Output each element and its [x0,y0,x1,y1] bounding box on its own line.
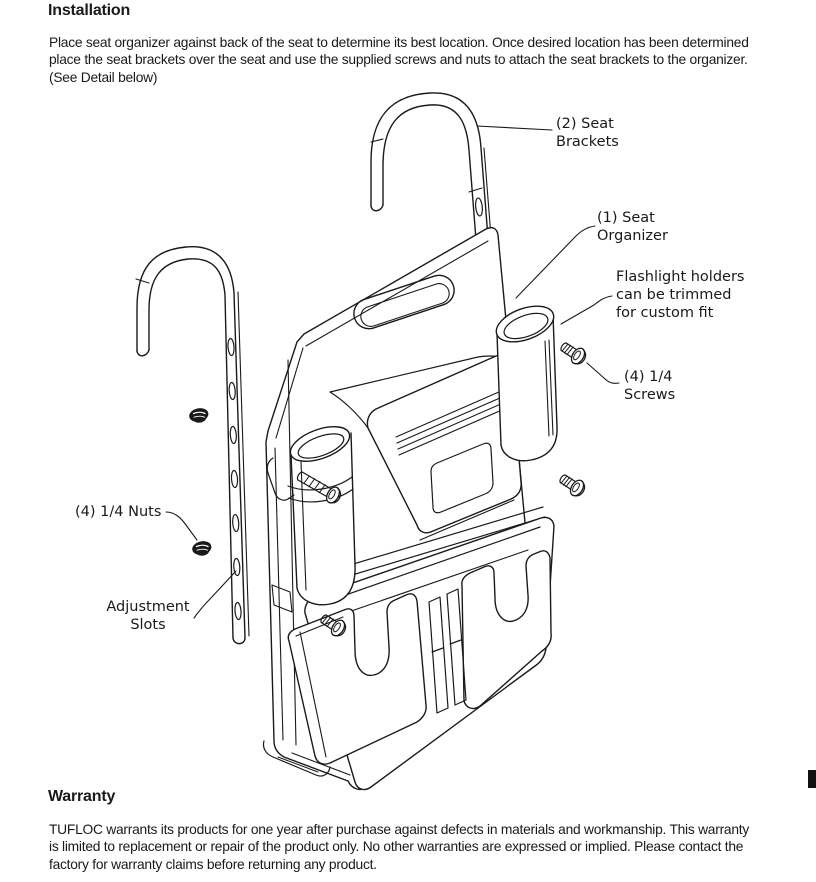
label-screws: (4) 1/4 Screws [624,369,676,403]
lower-bin-drawing [263,517,554,789]
bin-divider [429,589,466,713]
leader-seat-organizer [516,226,595,298]
nut-icon [191,539,213,557]
label-adjustment-slots: Adjustment Slots [106,599,190,633]
warranty-paragraph: TUFLOC warrants its products for one yea… [49,822,749,872]
leader-seat-brackets [477,126,552,130]
label-nuts: (4) 1/4 Nuts [75,504,162,520]
leader-nuts [166,512,197,540]
flashlight-holder-right-drawing [492,299,559,461]
bin-pocket-right [462,551,551,709]
leader-flashlight-holders [561,296,612,324]
pocket-recess [431,443,493,513]
seat-bracket-right-drawing [371,93,491,240]
label-seat-brackets: (2) Seat Brackets [556,116,619,150]
bin-pocket-left [288,594,426,764]
label-flashlight-holders: Flashlight holders can be trimmed for cu… [616,269,745,321]
handle-slot-drawing [350,271,458,332]
seat-bracket-left-drawing [136,247,249,644]
page-edge-mark [808,770,816,788]
installation-heading: Installation [48,2,131,19]
screw-icon [556,337,590,368]
vent-lines [396,388,511,455]
leader-lines [166,126,619,618]
lower-tab [272,585,292,612]
flashlight-holder-left-drawing [267,420,355,612]
label-seat-organizer: (1) Seat Organizer [597,210,668,244]
leader-adjustment-slots [194,571,236,618]
installation-paragraph: Place seat organizer against back of the… [49,35,749,85]
clamp-ear [267,458,294,500]
screw-icon [555,469,589,500]
warranty-heading: Warranty [48,788,116,805]
leader-screws [587,363,619,383]
trim-slit [545,340,553,436]
nut-icon [188,406,210,424]
adjustment-slots-drawing [227,338,241,619]
